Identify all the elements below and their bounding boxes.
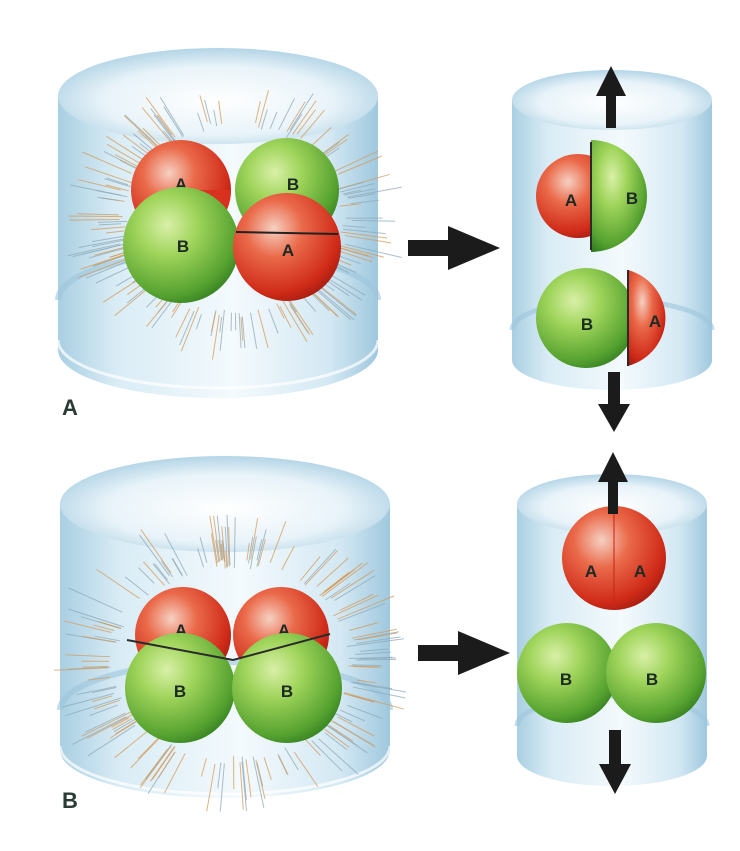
sphere-label: B: [581, 315, 593, 334]
spindle-fiber: [356, 659, 396, 660]
sphere-label: B: [177, 237, 189, 256]
sphere-label: B: [626, 189, 638, 208]
sphere-b-left: B: [536, 268, 636, 368]
sphere-bottom-left: B: [123, 187, 239, 303]
sphere-label: A: [585, 562, 597, 581]
sphere-label: B: [174, 682, 186, 701]
spindle-fiber: [352, 665, 381, 666]
spindle-fiber: [68, 216, 122, 217]
sphere-label: B: [287, 175, 299, 194]
sphere-bottom-right: A: [233, 193, 341, 301]
panel-b-transition-arrow: [418, 631, 510, 675]
sphere-label: A: [634, 562, 646, 581]
spindle-fiber: [69, 219, 119, 220]
panel-b-right-top-pair: A A: [562, 506, 666, 610]
sphere-label: A: [282, 241, 294, 260]
sphere-label: B: [646, 670, 658, 689]
sphere-label: A: [565, 191, 577, 210]
sphere-label: B: [560, 670, 572, 689]
panel-a-label: A: [62, 395, 78, 420]
sphere-label: B: [281, 682, 293, 701]
sphere-label: A: [649, 312, 661, 331]
panel-b-label: B: [62, 788, 78, 813]
panel-a-transition-arrow: [408, 226, 500, 270]
panel-a-right-bottom-pair: B A: [536, 268, 665, 368]
